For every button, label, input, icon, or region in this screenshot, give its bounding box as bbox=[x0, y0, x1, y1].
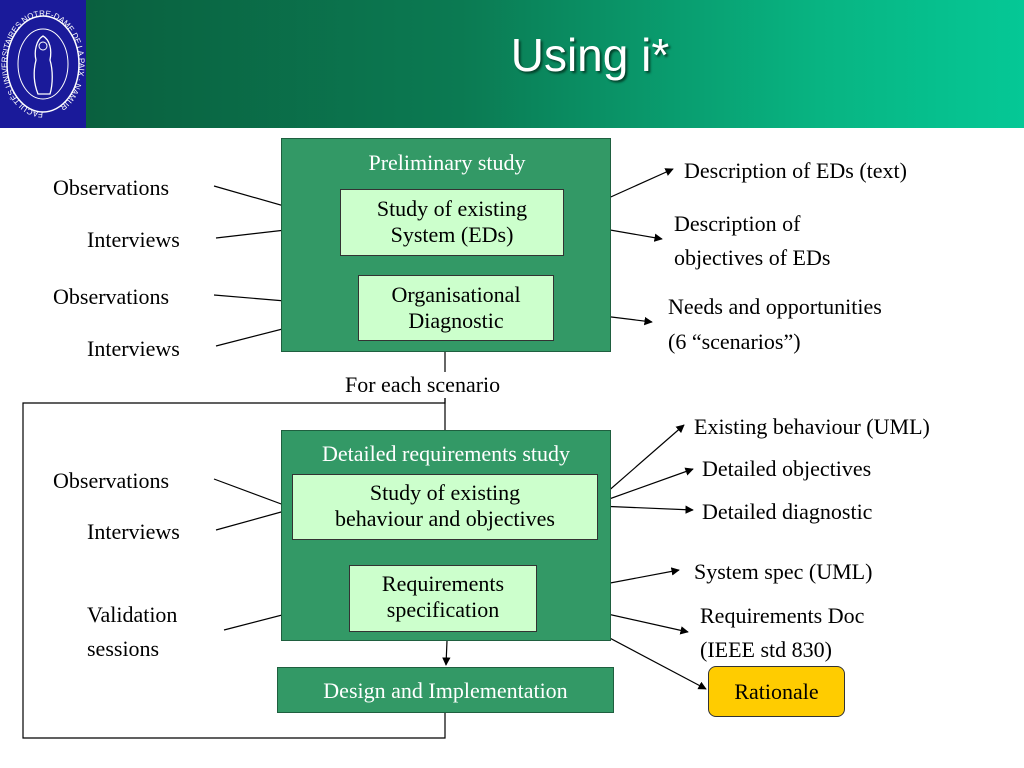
requirements-specification-box: Requirements specification bbox=[349, 565, 537, 632]
detailed-requirements-label: Detailed requirements study bbox=[321, 441, 571, 466]
arrow-det-objectives bbox=[597, 467, 694, 504]
title-bar: FACULTÉS UNIVERSITAIRES NOTRE-DAME DE LA… bbox=[0, 0, 1024, 128]
description-objectives-line1: Description of bbox=[674, 211, 801, 236]
slide-title: Using i* bbox=[510, 29, 670, 81]
study-existing-system-line2: System (EDs) bbox=[390, 222, 514, 247]
interviews-label-2: Interviews bbox=[87, 336, 180, 361]
arrow-to-design bbox=[442, 640, 451, 666]
study-existing-behaviour-line1: Study of existing bbox=[369, 480, 521, 505]
design-implementation-label: Design and Implementation bbox=[323, 678, 568, 703]
observations-label-3: Observations bbox=[53, 468, 170, 493]
observations-label-1: Observations bbox=[53, 175, 170, 200]
svg-text:FACULTÉS UNIVERSITAIRES NOTRE-: FACULTÉS UNIVERSITAIRES NOTRE-DAME DE LA… bbox=[0, 9, 86, 119]
validation-sessions-line1: Validation bbox=[87, 602, 178, 627]
validation-sessions-line2: sessions bbox=[87, 636, 160, 661]
requirements-doc-line2: (IEEE std 830) bbox=[700, 637, 832, 662]
study-existing-behaviour-box: Study of existing behaviour and objectiv… bbox=[292, 474, 598, 540]
rationale-box: Rationale bbox=[708, 666, 845, 717]
interviews-label-3: Interviews bbox=[87, 519, 180, 544]
requirements-specification-line1: Requirements bbox=[381, 571, 505, 596]
for-each-scenario-label: For each scenario bbox=[345, 372, 501, 398]
system-spec-label: System spec (UML) bbox=[694, 559, 873, 584]
detailed-objectives-label: Detailed objectives bbox=[702, 456, 872, 481]
requirements-doc-line1: Requirements Doc bbox=[700, 603, 865, 628]
observations-label-2: Observations bbox=[53, 284, 170, 309]
study-existing-system-line1: Study of existing bbox=[376, 196, 528, 221]
design-implementation-box: Design and Implementation bbox=[277, 667, 614, 713]
requirements-specification-line2: specification bbox=[386, 597, 500, 622]
preliminary-study-label: Preliminary study bbox=[368, 150, 526, 175]
needs-opportunities-line2: (6 “scenarios”) bbox=[668, 329, 801, 354]
description-objectives-line2: objectives of EDs bbox=[674, 245, 831, 270]
study-existing-system-box: Study of existing System (EDs) bbox=[340, 189, 564, 256]
organisational-diagnostic-line1: Organisational bbox=[391, 282, 521, 307]
study-existing-behaviour-line2: behaviour and objectives bbox=[335, 506, 555, 531]
rationale-label: Rationale bbox=[734, 679, 819, 704]
interviews-label-1: Interviews bbox=[87, 227, 180, 252]
description-eds-label: Description of EDs (text) bbox=[684, 158, 907, 183]
existing-behaviour-label: Existing behaviour (UML) bbox=[694, 414, 930, 439]
needs-opportunities-line1: Needs and opportunities bbox=[668, 294, 882, 319]
arrow-det-diagnostic bbox=[597, 505, 694, 514]
detailed-diagnostic-label: Detailed diagnostic bbox=[702, 499, 873, 524]
university-logo: FACULTÉS UNIVERSITAIRES NOTRE-DAME DE LA… bbox=[0, 0, 86, 128]
organisational-diagnostic-box: Organisational Diagnostic bbox=[358, 275, 554, 341]
organisational-diagnostic-line2: Diagnostic bbox=[408, 308, 504, 333]
